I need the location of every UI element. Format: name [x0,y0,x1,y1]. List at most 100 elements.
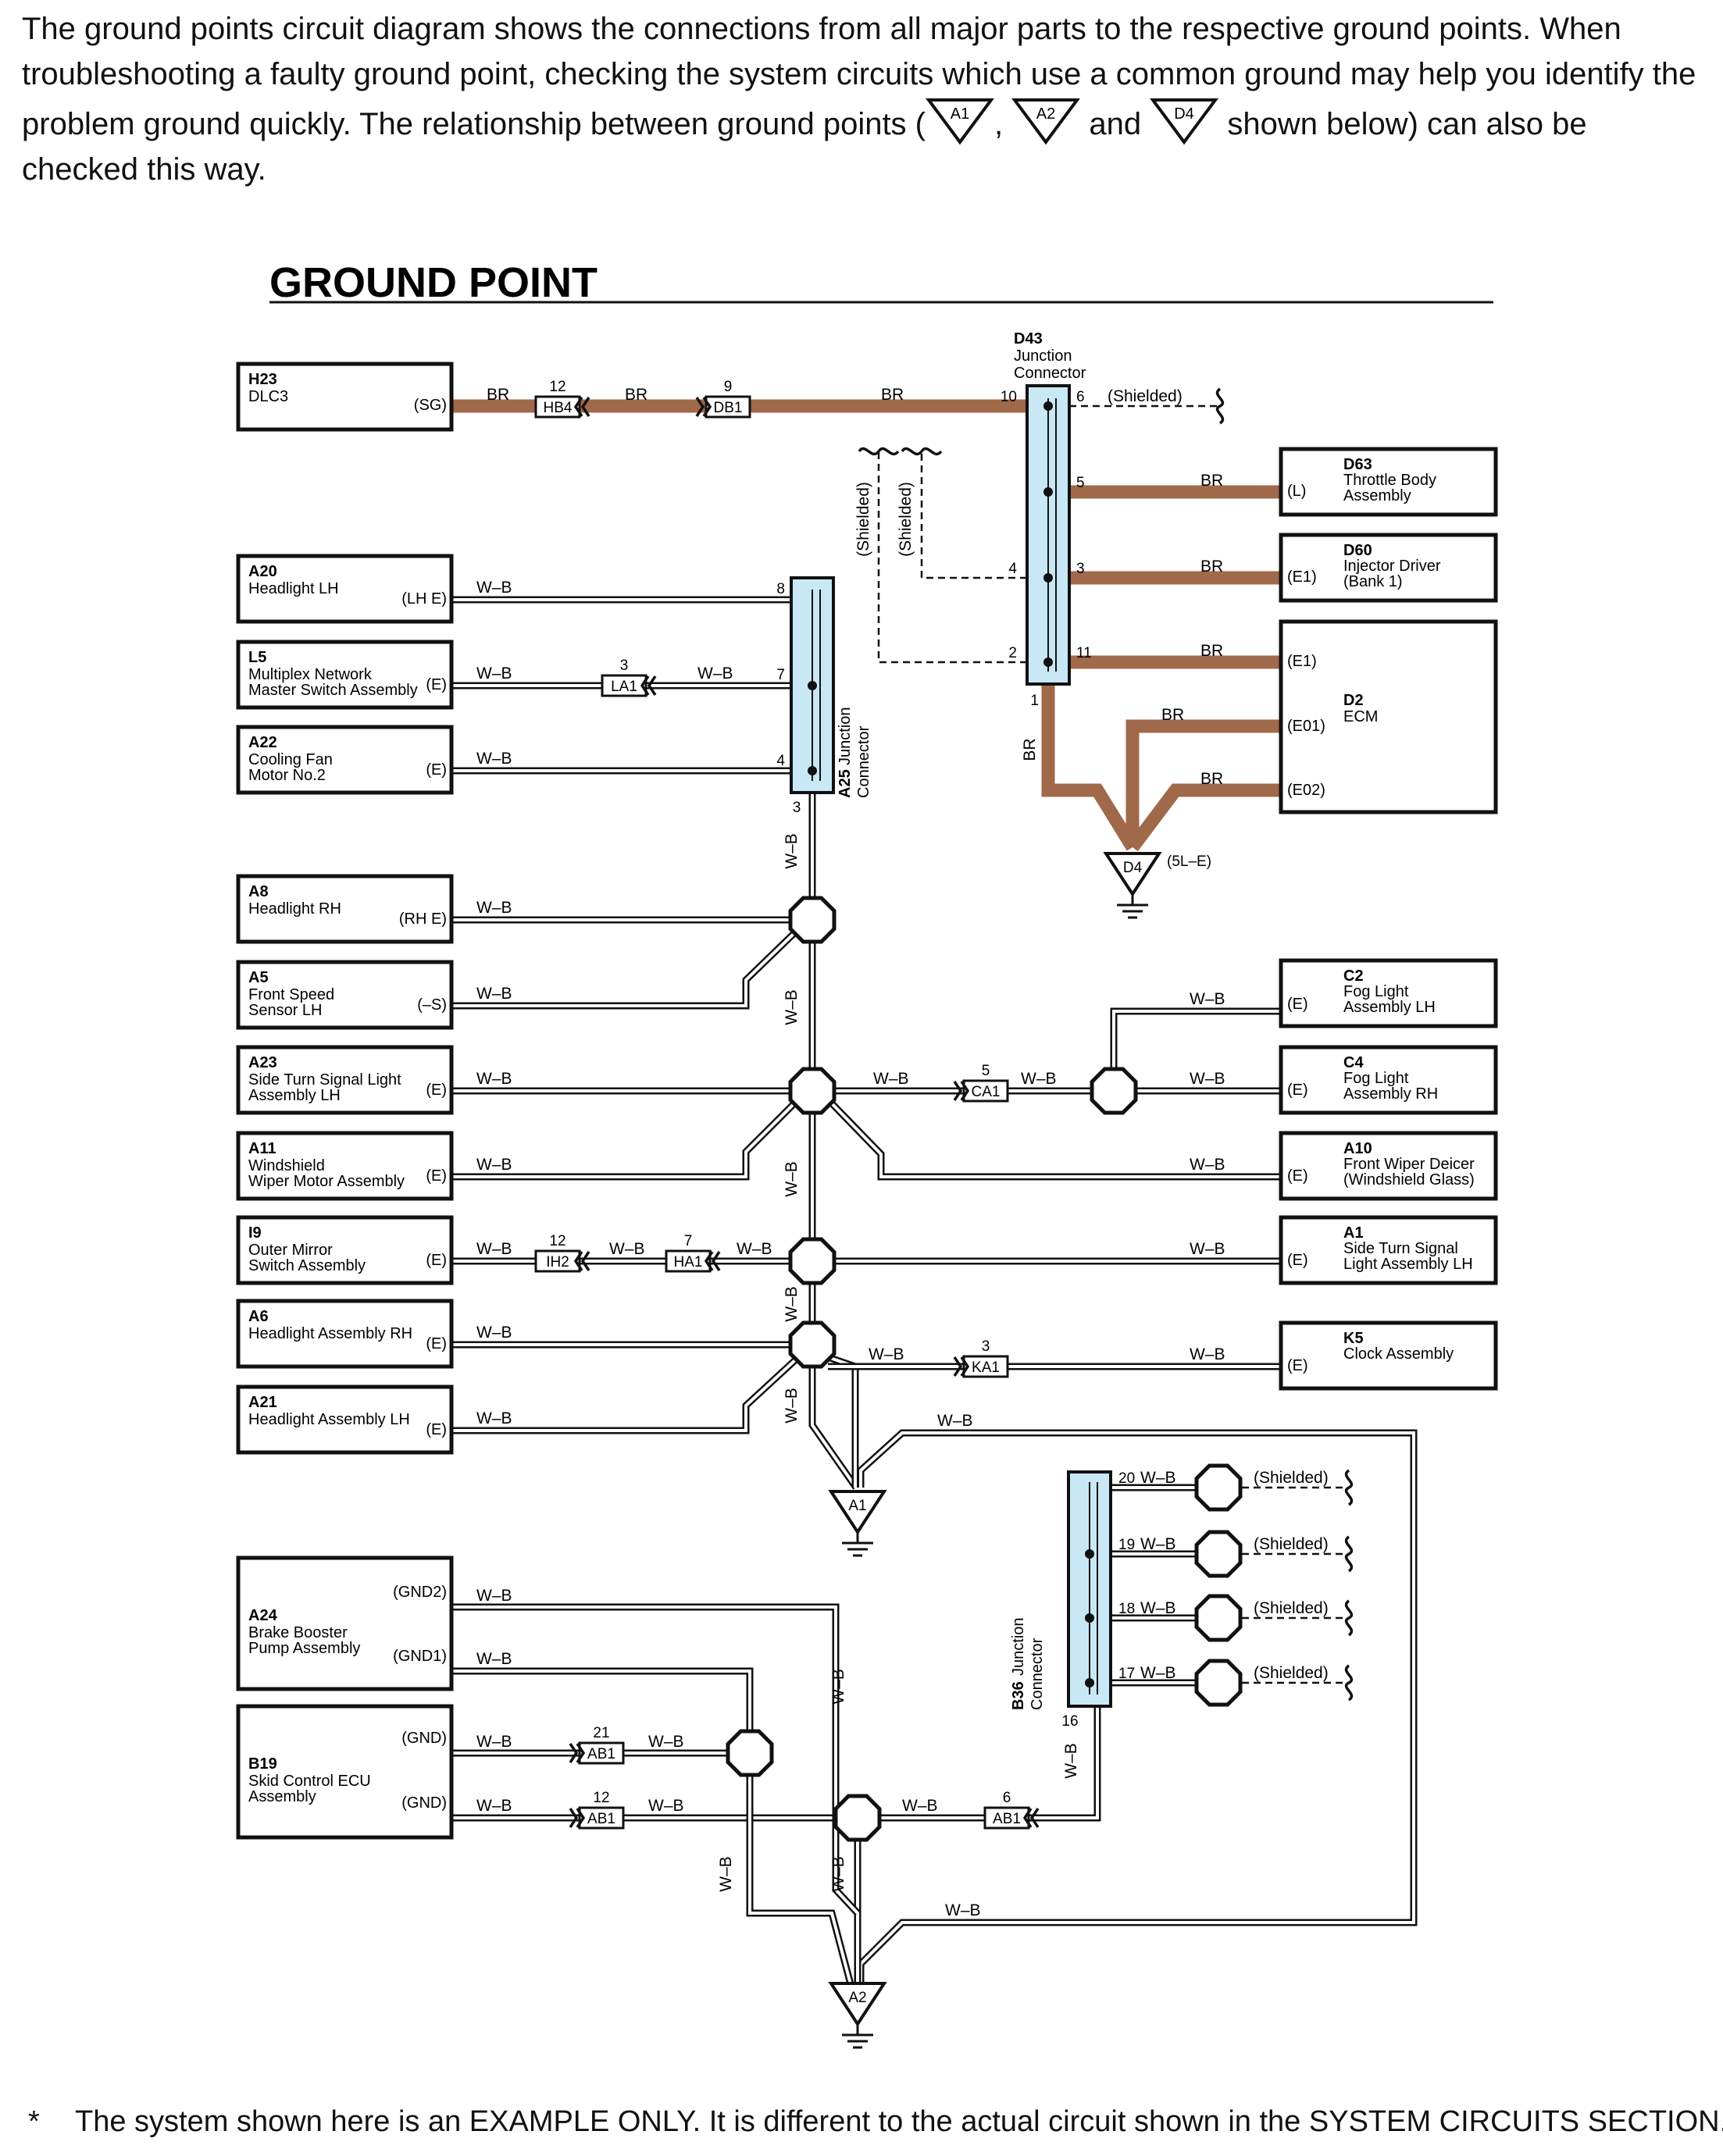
splice-b19-bottom [833,1794,882,1842]
label-wb-20: W–B [1190,1345,1225,1363]
junction-b36[interactable] [1067,1470,1112,1708]
component-a6-code: A6 [248,1308,269,1325]
label-wb-v-0: W–B [783,833,801,869]
component-d60-name-1: (Bank 1) [1343,573,1403,590]
label-br-4: BR [1200,472,1223,490]
component-a5-name-1: Sensor LH [248,1002,323,1019]
component-h23-code: H23 [248,371,277,388]
label-wb-9: W–B [476,1409,512,1427]
label-br-8: BR [1200,770,1223,788]
pin-a25-4: 4 [776,753,785,769]
component-d63-pin: (L) [1287,483,1306,500]
intro-text-1: The ground points circuit diagram shows … [22,12,1696,141]
label-shielded-b36-1: (Shielded) [1254,1535,1329,1553]
label-wb-v-8: W–B [1062,1743,1080,1779]
ground-a1-code: A1 [848,1498,866,1514]
junction-d43[interactable] [1026,384,1071,686]
component-a23-name-0: Side Turn Signal Light [248,1071,401,1089]
component-d60-code: D60 [1343,542,1372,559]
ground-d4: D4(5L–E) [1103,852,1211,919]
label-wb-b36-1: W–B [1140,1535,1176,1553]
component-a1c-name-1: Light Assembly LH [1343,1256,1473,1273]
connector-ab1c-code: AB1 [993,1811,1021,1827]
connector-db1-pin: 9 [724,379,733,395]
label-wb-14: W–B [1190,1070,1225,1088]
label-wb-22: W–B [476,1587,512,1605]
component-b19-name-0: Skid Control ECU [248,1773,371,1790]
label-shielded-b36-2: (Shielded) [1254,1599,1329,1617]
junction-d43-name-2: Connector [1014,365,1086,382]
label-wb-26: W–B [648,1733,684,1751]
component-a22-code: A22 [248,734,277,751]
component-c2-name-0: Fog Light [1343,983,1409,1000]
connector-db1-code: DB1 [714,400,743,416]
pin-dot-b36-1 [1085,1613,1094,1623]
component-a23-pin: (E) [426,1082,447,1099]
component-l5-name-1: Master Switch Assembly [248,682,418,699]
pin-d43-1: 1 [1030,693,1039,709]
component-c2-name-1: Assembly LH [1343,999,1436,1016]
wire-a1-a2 [857,1429,1418,2011]
pin-a25-8: 8 [776,581,785,597]
splice-i9 [788,1237,837,1285]
component-a21-code: A21 [248,1394,277,1411]
ground-point-d4-label: D4 [1174,105,1194,123]
connector-ca1-pin: 5 [982,1063,990,1079]
label-wb-13: W–B [1190,990,1225,1008]
component-a10-name-0: Front Wiper Deicer [1343,1156,1475,1173]
component-a6-pin: (E) [426,1335,447,1352]
overlay: HB412DB19LA13CA15IH212HA17KA13AB121AB112… [476,379,1354,2049]
label-wb-25: W–B [476,1797,512,1815]
component-a8-name-0: Headlight RH [248,900,341,918]
wire-splice-a2 [746,1753,862,2012]
connector-ha1-code: HA1 [674,1254,703,1270]
component-d2-code: D2 [1343,692,1364,709]
component-a1c-pin: (E) [1287,1252,1308,1269]
wire-a5 [451,928,800,1010]
pin-a25-3: 3 [793,800,801,816]
label-wb-29: W–B [945,1901,981,1919]
label-shielded-b36-0: (Shielded) [1254,1469,1329,1487]
ground-a2: A2 [828,1982,887,2049]
pin-dot-b36-2 [1085,1678,1094,1687]
pin-dot-a25-0 [808,681,817,690]
label-wb-21: W–B [937,1412,973,1430]
label-wb-24: W–B [476,1733,512,1751]
connector-ka1-pin: 3 [982,1338,990,1355]
connector-ih2-code: IH2 [546,1254,569,1270]
label-wb-v-3: W–B [783,1286,801,1322]
connector-ca1-code: CA1 [972,1084,1001,1100]
component-c2-code: C2 [1343,968,1364,985]
